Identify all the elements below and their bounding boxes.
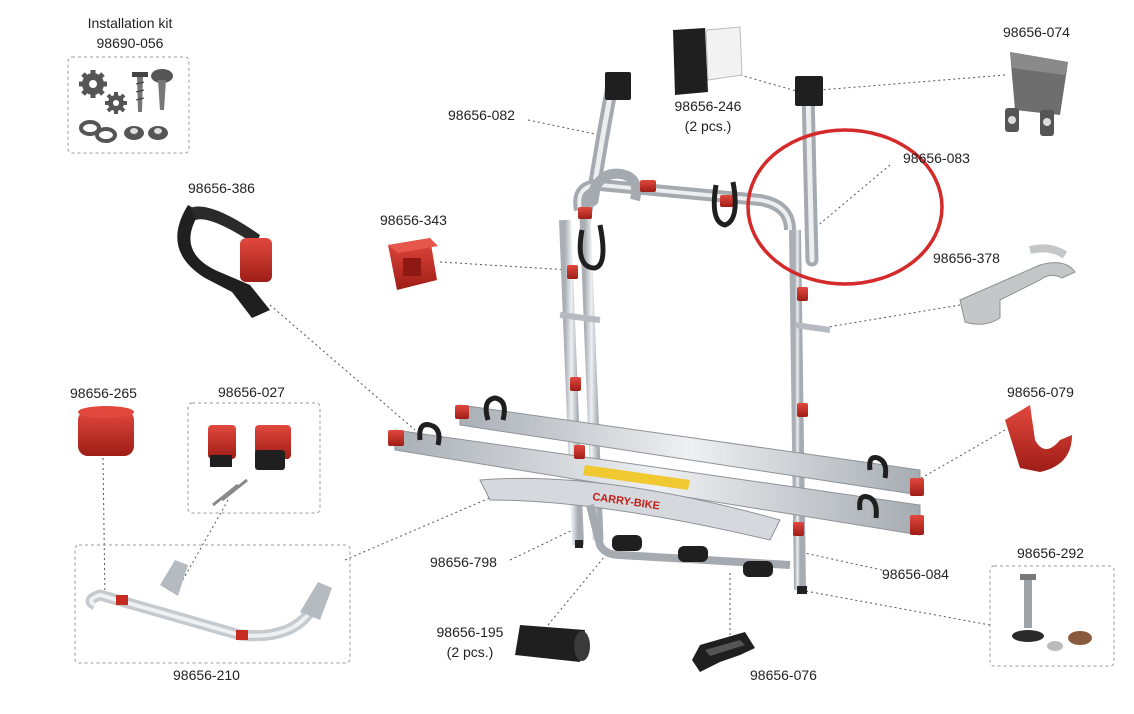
part-386-strap <box>177 205 272 318</box>
part-378-clip <box>959 244 1076 325</box>
label-98656-027: 98656-027 <box>218 384 285 400</box>
part-027-box <box>187 402 321 514</box>
label-98656-083: 98656-083 <box>903 150 970 166</box>
label-98656-210: 98656-210 <box>173 667 240 683</box>
leader-lines <box>102 74 1006 645</box>
part-343-block <box>388 238 438 290</box>
label-98656-074: 98656-074 <box>1003 24 1070 40</box>
label-98656-798: 98656-798 <box>430 554 497 570</box>
label-98656-265: 98656-265 <box>70 385 137 401</box>
installation-kit-icons <box>79 69 173 143</box>
label-98656-378: 98656-378 <box>933 250 1000 266</box>
part-195-sleeve <box>515 625 590 662</box>
part-292-box <box>989 565 1115 667</box>
part-265-cap <box>78 406 134 456</box>
label-98656-195: 98656-195 <box>436 624 504 640</box>
nut-icon <box>124 126 168 140</box>
label-98656-386: 98656-386 <box>188 180 255 196</box>
label-98656-076: 98656-076 <box>750 667 817 683</box>
installation-kit-part-no: 98690-056 <box>96 35 164 51</box>
part-292-screw <box>1012 574 1092 651</box>
chain-link-icon <box>79 120 117 143</box>
part-027-plugs <box>208 425 291 507</box>
highlight-ellipse <box>746 128 944 286</box>
part-074-bracket <box>1005 52 1068 136</box>
label-98656-343: 98656-343 <box>380 212 447 228</box>
screw-icon <box>132 72 148 112</box>
bike-rack-assembly: CARRY-BIKE <box>388 72 924 595</box>
label-98656-246-qty: (2 pcs.) <box>684 118 732 134</box>
part-210-holder <box>85 560 332 642</box>
label-98656-079: 98656-079 <box>1007 384 1074 400</box>
label-98656-195-qty: (2 pcs.) <box>446 644 494 660</box>
label-98656-292: 98656-292 <box>1017 545 1084 561</box>
part-079-cradle <box>1005 405 1072 472</box>
installation-kit-title: Installation kit <box>87 15 173 31</box>
bolt-icon <box>151 69 173 110</box>
part-210-box <box>74 544 351 664</box>
label-98656-084: 98656-084 <box>882 566 949 582</box>
installation-kit-box <box>67 56 190 154</box>
label-98656-082: 98656-082 <box>448 107 515 123</box>
part-246-pads <box>673 26 743 95</box>
gear-icon <box>79 70 107 98</box>
gear-small-icon <box>105 92 127 114</box>
part-076-clip <box>692 632 755 672</box>
label-98656-246: 98656-246 <box>674 98 742 114</box>
